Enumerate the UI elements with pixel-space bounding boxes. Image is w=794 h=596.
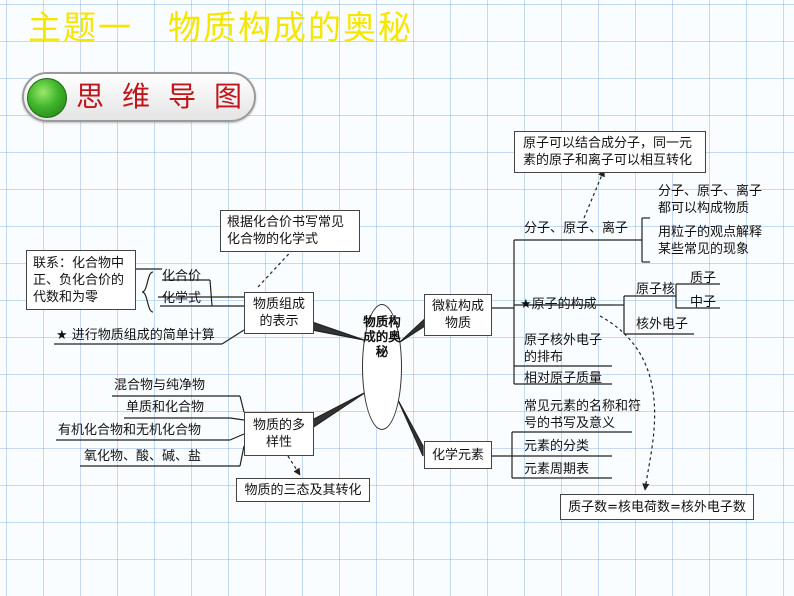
badge-label: 思维导图 [76,80,261,113]
electron-label: 核外电子 [636,317,689,332]
proton-label: 质子 [690,271,717,286]
fenzi-label: 分子、原子、离子 [524,221,629,236]
equation-text: 质子数=核电荷数=核外电子数 [568,499,746,515]
diversity-item-3: 有机化合物和无机化合物 [58,423,202,438]
fenzi-top-box: 原子可以结合成分子，同一元素的原子和离子可以相互转化 [514,131,706,173]
three-states-box: 物质的三态及其转化 [236,478,370,502]
relative-mass-label: 相对原子质量 [524,371,603,386]
particles-node: 微粒构成物质 [424,294,492,336]
composition-calc-label: ★ 进行物质组成的简单计算 [56,328,215,343]
diversity-item-2: 单质和化合物 [126,400,205,415]
nucleus-label: 原子核 [636,282,676,297]
green-ball-icon [27,78,67,118]
center-topic-node [362,304,402,430]
elements-label: 化学元素 [431,447,484,463]
page-title: 主题一 物质构成的奥秘 [28,8,413,47]
composition-node: 物质组成的表示 [244,292,314,334]
diversity-label: 物质的多样性 [252,418,305,450]
composition-label: 物质组成的表示 [252,297,305,329]
huahejia-label: 化合价 [162,269,202,284]
formula-writing-box: 根据化合价书写常见化合物的化学式 [220,210,360,252]
elements-node: 化学元素 [424,441,492,469]
elements-item-2: 元素的分类 [524,439,590,454]
diversity-item-4: 氧化物、酸、碱、盐 [84,449,202,464]
diversity-node: 物质的多样性 [244,412,314,456]
atom-structure-label: ★原子的构成 [520,297,597,312]
fenzi-top-text: 原子可以结合成分子，同一元素的原子和离子可以相互转化 [523,136,693,168]
center-topic-label: 物质构成的奥秘 [363,314,401,359]
particles-label: 微粒构成物质 [431,299,484,331]
lianxi-box: 联系：化合物中正、负化合价的代数和为零 [26,250,136,310]
arrangement-label: 原子核外电子的排布 [524,333,603,365]
equation-box: 质子数=核电荷数=核外电子数 [560,494,754,520]
diversity-item-1: 混合物与纯净物 [114,378,206,393]
three-states-text: 物质的三态及其转化 [244,482,362,498]
fenzi-child-2: 用粒子的观点解释某些常见的现象 [658,225,763,257]
lianxi-text: 联系：化合物中正、负化合价的代数和为零 [33,256,125,305]
elements-item-3: 元素周期表 [524,462,590,477]
fenzi-child-1: 分子、原子、离子都可以构成物质 [658,184,763,216]
huaxueshi-label: 化学式 [162,291,202,306]
elements-item-1: 常见元素的名称和符号的书写及意义 [524,399,642,431]
neutron-label: 中子 [690,295,717,310]
formula-writing-text: 根据化合价书写常见化合物的化学式 [227,215,345,247]
